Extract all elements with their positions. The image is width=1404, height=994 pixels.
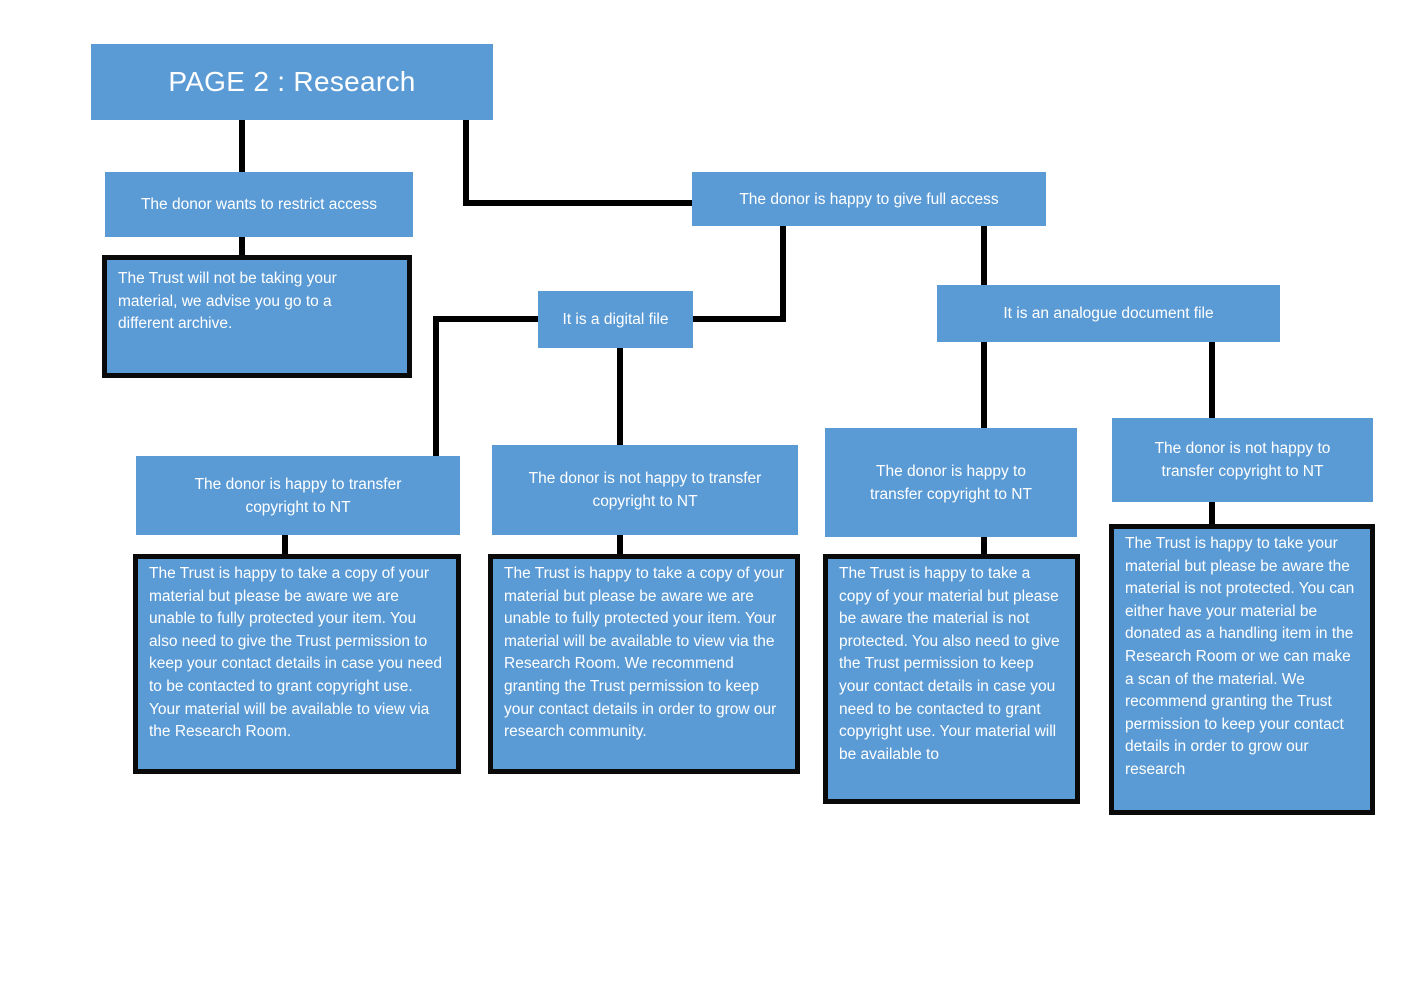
node-analogue-transfer: The donor is happy to transfer copyright… — [825, 428, 1077, 537]
outcome-analogue-transfer: The Trust is happy to take a copy of you… — [823, 554, 1080, 804]
node-full-access: The donor is happy to give full access — [692, 172, 1046, 226]
outcome-digital-transfer: The Trust is happy to take a copy of you… — [133, 554, 461, 774]
connector-title-restrict — [239, 120, 245, 173]
connector-analogue-no-transfer — [1209, 341, 1215, 419]
node-restrict-access: The donor wants to restrict access — [105, 172, 413, 237]
connector-full-digital-horizontal — [692, 316, 786, 322]
connector-analogue-transfer — [981, 341, 987, 429]
outcome-digital-no-transfer: The Trust is happy to take a copy of you… — [488, 554, 800, 774]
connector-title-full-vertical — [463, 120, 469, 206]
node-digital-file: It is a digital file — [538, 291, 693, 348]
page-title: PAGE 2 : Research — [91, 44, 493, 120]
connector-digital-transfer-vertical — [433, 316, 439, 457]
node-analogue-file: It is an analogue document file — [937, 285, 1280, 342]
outcome-restrict-access: The Trust will not be taking your materi… — [102, 255, 412, 378]
connector-full-analogue — [981, 226, 987, 286]
connector-digital-transfer-horizontal — [433, 316, 539, 322]
connector-digital-transfer-outcome — [282, 535, 288, 557]
connector-analogue-transfer-outcome — [981, 537, 987, 559]
connector-title-full-horizontal — [463, 200, 693, 206]
node-digital-no-transfer: The donor is not happy to transfer copyr… — [492, 445, 798, 535]
connector-analogue-no-transfer-outcome — [1209, 502, 1215, 527]
node-digital-transfer: The donor is happy to transfer copyright… — [136, 456, 460, 535]
connector-digital-no-transfer — [617, 347, 623, 446]
node-analogue-no-transfer: The donor is not happy to transfer copyr… — [1112, 418, 1373, 502]
connector-full-digital-vertical — [780, 226, 786, 322]
connector-digital-no-transfer-outcome — [617, 535, 623, 557]
outcome-analogue-no-transfer: The Trust is happy to take your material… — [1109, 524, 1375, 815]
connector-restrict-outcome — [239, 237, 245, 258]
